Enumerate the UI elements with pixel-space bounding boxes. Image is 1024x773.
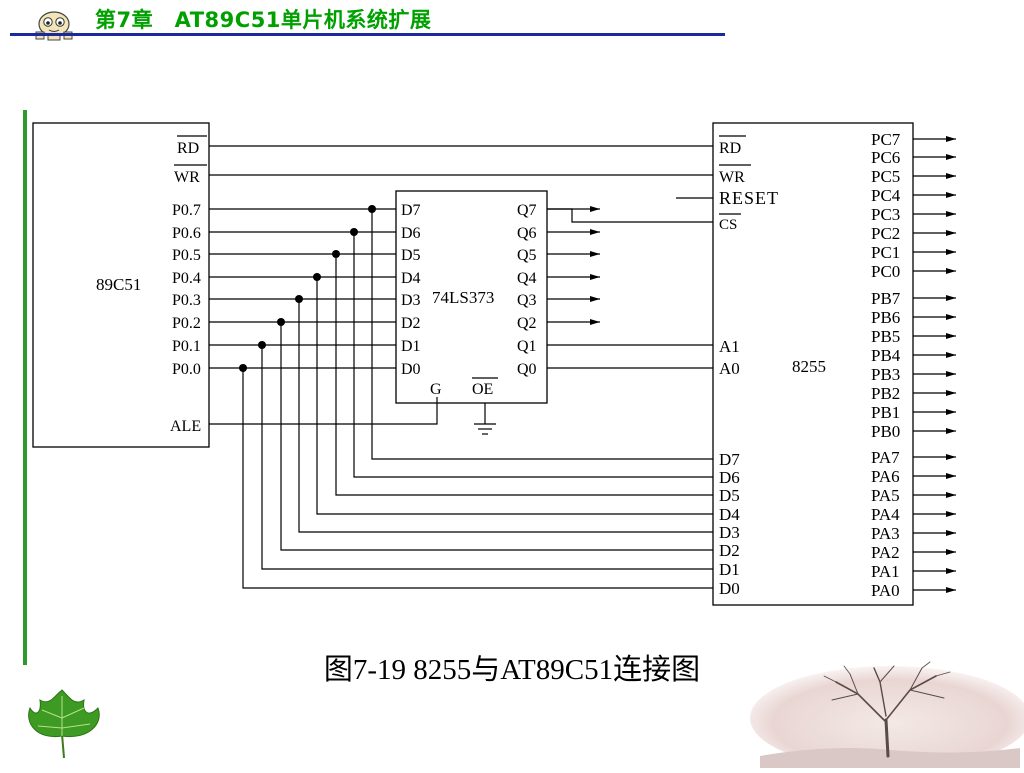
mcu-89c51-box [32,122,210,448]
mcu-port-label: P0.4 [172,270,201,287]
ppi-cs-label: CS [719,217,737,233]
latch-q-label: Q0 [517,361,537,378]
ppi-name: 8255 [792,357,826,376]
port-b-pin-label: PB7 [871,289,901,308]
ground-icon [474,423,496,435]
mcu-port-label: P0.3 [172,292,201,309]
port-c-pin-label: PC2 [871,224,900,243]
latch-d-label: D6 [401,225,421,242]
port-b-pin-label: PB2 [871,384,900,403]
port-a-pin-label: PA0 [871,581,900,600]
ppi-rd-label: RD [719,140,741,157]
latch-d-label: D3 [401,292,421,309]
latch-d-label: D7 [401,202,421,219]
latch-74ls373-box [395,190,548,404]
header-underline [10,33,725,36]
ppi-d-label: D2 [719,541,740,560]
latch-q-label: Q4 [517,270,537,287]
ppi-d-label: D5 [719,486,740,505]
latch-q-label: Q3 [517,292,537,309]
mcu-ale-label: ALE [170,418,201,435]
ppi-d-label: D4 [719,505,740,524]
port-a-pin-label: PA2 [871,543,900,562]
data-bus-wire [280,322,713,551]
latch-d-label: D4 [401,270,421,287]
ppi-a0-label: A0 [719,359,740,378]
port-a-pin-label: PA4 [871,505,900,524]
left-accent-bar [23,110,27,665]
port-a-pin-label: PA3 [871,524,900,543]
mcu-port-label: P0.5 [172,247,201,264]
ppi-d-label: D0 [719,579,740,598]
data-bus-wire [335,254,713,496]
data-bus-wire [316,277,713,515]
data-bus-wire [371,209,713,460]
data-bus-wire [353,232,713,478]
ppi-d-label: D1 [719,560,740,579]
latch-q-label: Q1 [517,338,537,355]
circuit-diagram: 89C51 74LS373 8255 RD WR ALE P0.7P0.6P0.… [32,122,956,606]
port-c-pin-label: PC7 [871,130,901,149]
figure-caption: 图7-19 8255与AT89C51连接图 [323,654,701,686]
port-b-pin-label: PB6 [871,308,900,327]
port-a-pin-label: PA1 [871,562,900,581]
ale-wire [209,397,438,425]
q7-cs-wire [547,208,713,223]
latch-d-label: D0 [401,361,421,378]
port-b-pin-label: PB0 [871,422,900,441]
latch-g-label: G [430,381,442,398]
port-c-pin-label: PC3 [871,205,900,224]
latch-d-label: D1 [401,338,421,355]
port-c-pin-label: PC1 [871,243,900,262]
ppi-a1-label: A1 [719,337,740,356]
mcu-rd-label: RD [177,140,199,157]
port-c-pin-label: PC5 [871,167,900,186]
ppi-d-label: D3 [719,523,740,542]
mcu-port-label: P0.2 [172,315,201,332]
mcu-wr-label: WR [174,169,200,186]
mcu-name: 89C51 [96,275,141,294]
port-c-pin-label: PC4 [871,186,901,205]
latch-q-label: Q7 [517,202,537,219]
port-b-pin-label: PB4 [871,346,901,365]
latch-d-label: D2 [401,315,421,332]
latch-q-label: Q5 [517,247,537,264]
ppi-d-label: D6 [719,468,740,487]
data-bus-wire [298,299,713,533]
port-c-pin-label: PC0 [871,262,900,281]
port-a-pin-label: PA6 [871,467,900,486]
mcu-port-label: P0.7 [172,202,201,219]
mcu-port-label: P0.6 [172,225,201,242]
latch-d-label: D5 [401,247,421,264]
port-b-pin-label: PB1 [871,403,900,422]
port-a-pin-label: PA5 [871,486,900,505]
ppi-reset-label: RESET [719,188,779,208]
port-a-pin-label: PA7 [871,448,900,467]
port-b-pin-label: PB5 [871,327,900,346]
latch-q-label: Q2 [517,315,537,332]
latch-q-label: Q6 [517,225,537,242]
latch-oe-label: OE [472,381,493,398]
ppi-wr-label: WR [719,169,745,186]
tree-landscape-icon [740,660,1024,770]
ppi-d-label: D7 [719,450,740,469]
latch-name: 74LS373 [432,288,494,307]
green-leaf-icon [18,688,110,766]
ppi-8255-box [712,122,914,606]
port-b-pin-label: PB3 [871,365,900,384]
mcu-port-label: P0.0 [172,361,201,378]
port-c-pin-label: PC6 [871,148,900,167]
mcu-port-label: P0.1 [172,338,201,355]
data-bus-wire [261,345,713,570]
page-title: 第7章 AT89C51单片机系统扩展 [95,8,432,32]
data-bus-wire [242,368,713,589]
